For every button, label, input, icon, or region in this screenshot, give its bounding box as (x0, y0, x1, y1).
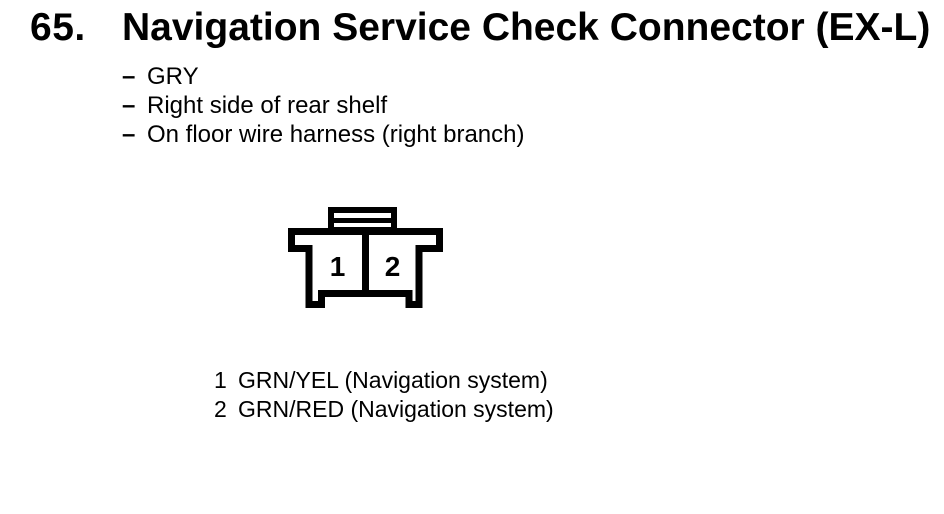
section-number: 65. (30, 6, 86, 49)
detail-text: GRY (147, 63, 199, 90)
connector-details-list: – GRY – Right side of rear shelf – On fl… (122, 62, 524, 149)
pin-row-2: 2 GRN/RED (Navigation system) (214, 395, 554, 424)
dash-bullet: – (122, 63, 136, 90)
pin-wire-label: GRN/RED (Navigation system) (238, 396, 554, 422)
pin-legend: 1 GRN/YEL (Navigation system) 2 GRN/RED … (214, 366, 554, 424)
cavity-1-label: 1 (330, 251, 346, 282)
connector-diagram: 1 2 (280, 195, 460, 320)
cavity-2-label: 2 (385, 251, 401, 282)
pin-wire-label: GRN/YEL (Navigation system) (238, 367, 548, 393)
page-title: Navigation Service Check Connector (EX-L… (122, 6, 931, 49)
pin-number: 2 (214, 396, 227, 422)
detail-text: Right side of rear shelf (147, 92, 388, 119)
pin-number: 1 (214, 367, 227, 393)
detail-item-location: – Right side of rear shelf (122, 91, 524, 120)
detail-text: On floor wire harness (right branch) (147, 121, 525, 148)
detail-item-color: – GRY (122, 62, 524, 91)
pin-row-1: 1 GRN/YEL (Navigation system) (214, 366, 554, 395)
detail-item-harness: – On floor wire harness (right branch) (122, 120, 524, 149)
dash-bullet: – (122, 92, 136, 119)
dash-bullet: – (122, 121, 136, 148)
